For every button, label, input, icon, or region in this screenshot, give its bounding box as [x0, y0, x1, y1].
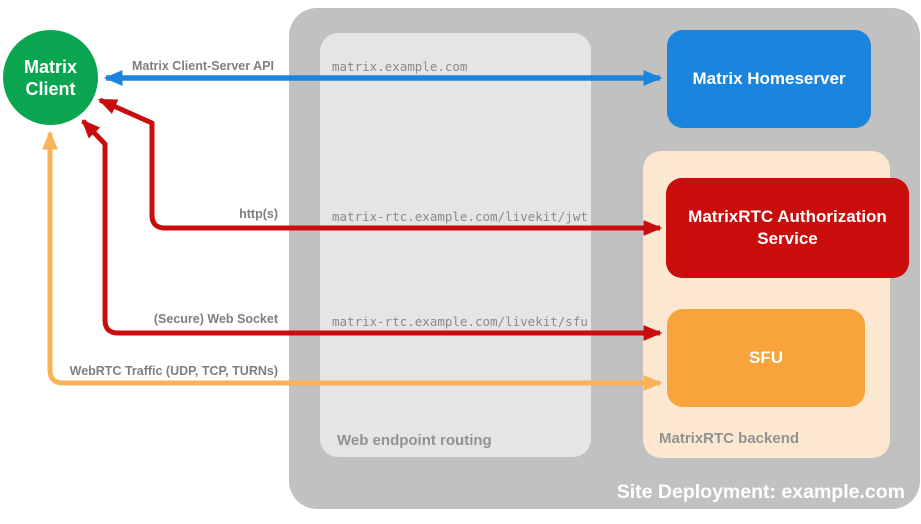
web-endpoint-routing-label: Web endpoint routing — [337, 432, 492, 449]
matrix-homeserver-label: Matrix Homeserver — [692, 69, 846, 88]
matrixrtc-authorization-service-label: MatrixRTC Authorization Service — [688, 207, 887, 248]
webrtc-traffic-arrow-label: WebRTC Traffic (UDP, TCP, TURNs) — [69, 364, 278, 378]
endpoint-livekit-jwt: matrix-rtc.example.com/livekit/jwt — [332, 209, 588, 224]
endpoint-livekit-sfu: matrix-rtc.example.com/livekit/sfu — [332, 314, 588, 329]
site-deployment-label: Site Deployment: example.com — [616, 481, 905, 503]
web-endpoint-routing-box — [320, 33, 591, 457]
client-server-api-arrow-label: Matrix Client-Server API — [132, 59, 274, 73]
matrix-homeserver-node: Matrix Homeserver — [667, 30, 871, 128]
endpoint-matrix-example-com: matrix.example.com — [332, 59, 468, 74]
websocket-arrow-label: (Secure) Web Socket — [153, 312, 278, 326]
matrix-client-label-line1: Matrix — [23, 56, 77, 77]
sfu-label: SFU — [749, 348, 783, 367]
sfu-node: SFU — [667, 309, 865, 407]
matrixrtc-authorization-service-node: MatrixRTC Authorization Service — [666, 178, 909, 278]
matrix-client-label-line2: Client — [25, 78, 76, 99]
https-arrow-label: http(s) — [239, 207, 278, 221]
matrixrtc-backend-label: MatrixRTC backend — [659, 430, 800, 447]
matrix-client-node: Matrix Client — [3, 30, 98, 125]
